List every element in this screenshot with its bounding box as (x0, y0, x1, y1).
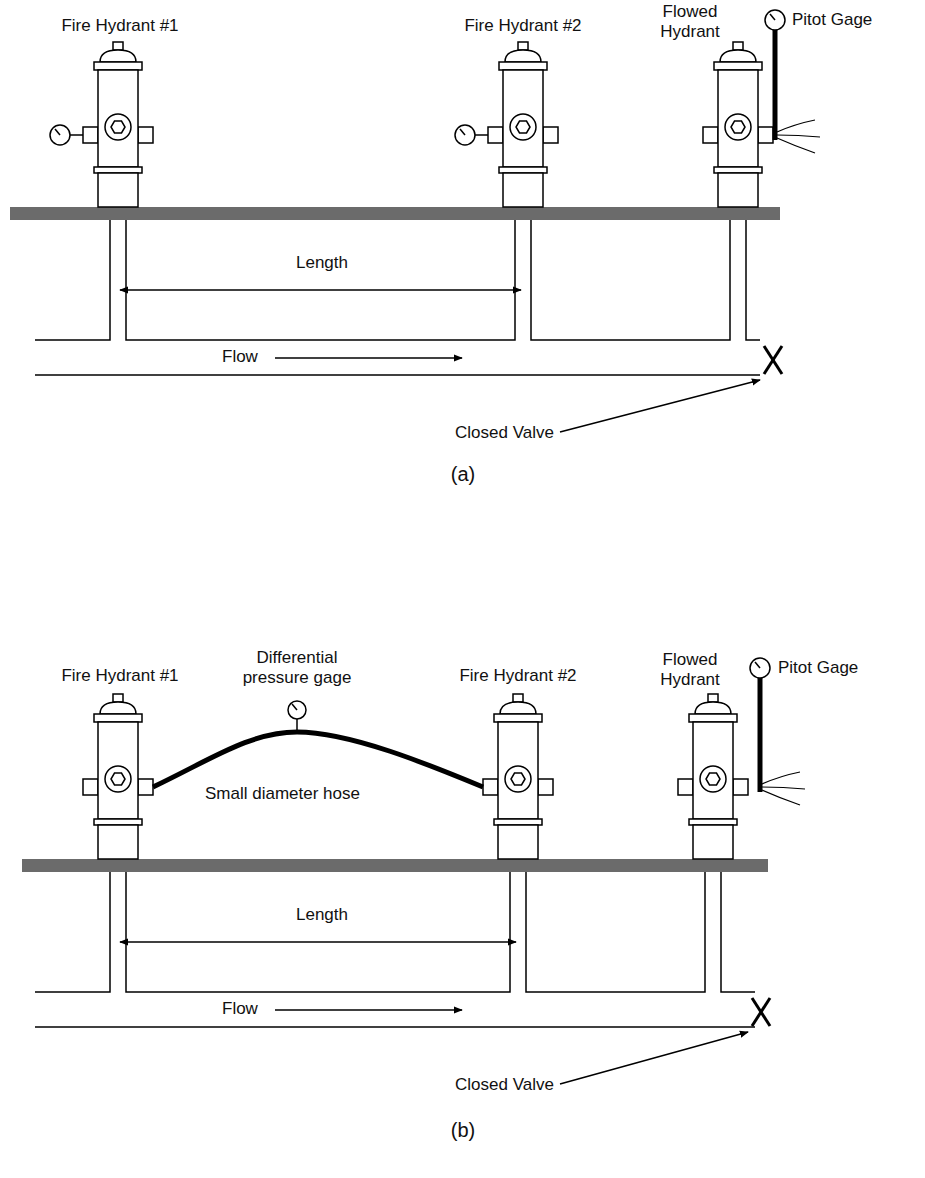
pipe-outline (35, 374, 760, 376)
label-text: (a) (451, 462, 475, 486)
gauge-dial (288, 701, 306, 719)
label-text: Differential pressure gage (235, 648, 359, 688)
valve-stroke (764, 346, 782, 374)
label-text: Flowed Hydrant (650, 650, 730, 690)
length-dimension (120, 289, 521, 291)
pipe-outline (35, 220, 760, 340)
leader-line (560, 380, 760, 432)
gauge-dial (750, 658, 770, 678)
hydrant-symbol (678, 694, 748, 859)
valve-stroke (752, 998, 770, 1026)
hydrant-symbol (83, 694, 153, 859)
ground-bar (22, 859, 768, 872)
label-text: Small diameter hose (205, 784, 360, 804)
flow-arrow (275, 1009, 462, 1011)
closed-valve-symbol (752, 998, 770, 1026)
label-text: Pitot Gage (778, 658, 858, 678)
label-text: Fire Hydrant #1 (61, 666, 178, 686)
hydrant-symbol (483, 694, 553, 859)
water-main (35, 220, 760, 375)
pressure-gauge (50, 125, 488, 145)
small-hose (153, 732, 483, 787)
dimension-arrows (120, 290, 760, 432)
panel-a-drawing (10, 10, 820, 432)
pipe-outline (35, 872, 755, 992)
label-text: Flowed Hydrant (650, 2, 730, 42)
gauge-dial (765, 10, 785, 30)
water-spray (762, 772, 805, 805)
pipe-outline (35, 1026, 755, 1028)
gauge-needle (55, 129, 60, 135)
gauge-stem (296, 719, 298, 732)
ground-bar (10, 207, 780, 220)
pitot-tube (773, 30, 778, 140)
label-text: Closed Valve (455, 1075, 554, 1095)
valve-stroke (764, 346, 782, 374)
label-text: Pitot Gage (792, 10, 872, 30)
flow-arrow (275, 357, 462, 359)
gauge-needle (770, 14, 775, 20)
label-text: Fire Hydrant #2 (459, 666, 576, 686)
differential-gauge (153, 701, 483, 787)
gauge-needle (292, 704, 297, 710)
length-dimension (120, 941, 516, 943)
pitot-gauge (750, 658, 805, 805)
label-text: Fire Hydrant #1 (61, 16, 178, 36)
water-main (35, 872, 755, 1027)
dimension-arrows (120, 942, 748, 1084)
gauge-stem (70, 134, 83, 136)
label-text: (b) (451, 1118, 475, 1142)
label-text: Flow (222, 999, 258, 1019)
pitot-tube (758, 678, 763, 792)
label-text: Length (296, 253, 348, 273)
label-text: Fire Hydrant #2 (464, 16, 581, 36)
hydrant-symbol (703, 42, 773, 207)
valve-stroke (752, 998, 770, 1026)
panel-b-drawing (22, 658, 805, 1084)
hydrant-symbol (83, 42, 153, 207)
gauge-needle (755, 662, 760, 668)
gauge-needle (460, 129, 465, 135)
gauge-dial (50, 125, 70, 145)
closed-valve-symbol (764, 346, 782, 374)
label-text: Flow (222, 347, 258, 367)
water-spray (777, 120, 820, 153)
gauge-stem (475, 134, 488, 136)
pitot-gauge (765, 10, 820, 153)
label-text: Closed Valve (455, 423, 554, 443)
gauge-dial (455, 125, 475, 145)
hydrant-symbol (488, 42, 558, 207)
label-text: Length (296, 905, 348, 925)
leader-line (560, 1032, 748, 1084)
